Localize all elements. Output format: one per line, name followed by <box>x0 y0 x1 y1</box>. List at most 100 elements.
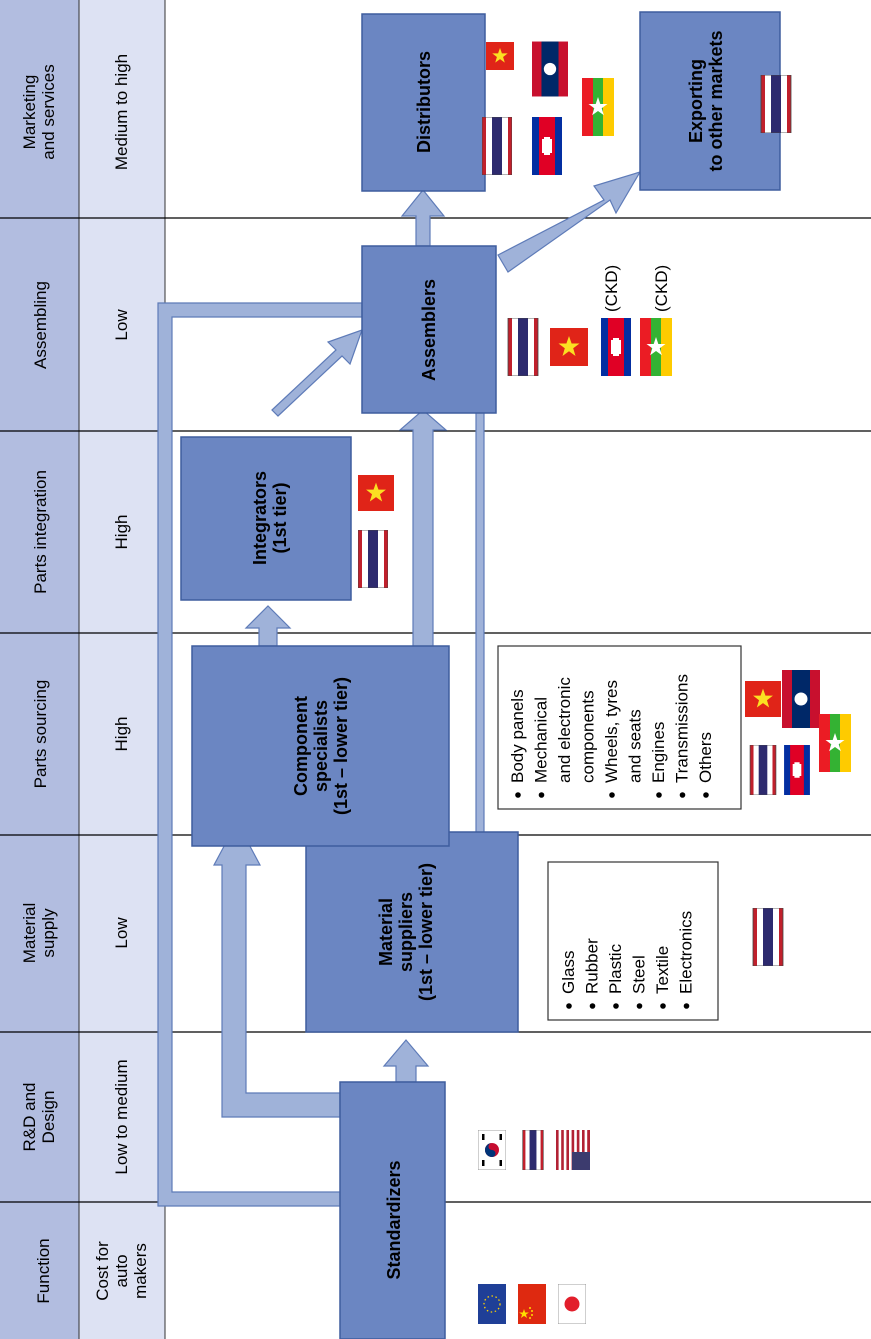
material-suppliers-label: Material suppliers (1st – lower tier) <box>376 863 436 1001</box>
materials-list-bullet <box>660 1003 666 1009</box>
components-list-item: Transmissions <box>673 674 692 783</box>
row-cost-line1: Cost for <box>93 1241 112 1301</box>
integrators-line1: Integrators <box>250 471 270 565</box>
component-specialists-label: Component specialists (1st – lower tier) <box>291 677 351 815</box>
materials-list-bullet <box>613 1003 619 1009</box>
arrow-standardizers-to-materials <box>382 1039 430 1083</box>
row-cost-label: Cost for auto makers <box>93 1241 150 1301</box>
flag-japan-icon <box>558 1284 586 1324</box>
flag-vietnam-icon <box>745 681 781 717</box>
flag-laos-icon <box>782 670 820 728</box>
row-cost-line3: makers <box>131 1243 150 1299</box>
stage-sourcing-cost: High <box>112 717 131 752</box>
arrow-assemblers-to-distributors <box>400 189 446 247</box>
components-list-item: and electronic <box>555 677 574 783</box>
flag-cambodia-icon <box>601 318 631 376</box>
materials-list-item: Glass <box>559 951 578 994</box>
standardizers-box <box>339 1081 446 1339</box>
component-specialists-line1: Component <box>291 696 311 796</box>
stage-material-function-line1: Material <box>20 903 39 963</box>
components-list-bullet <box>538 792 545 798</box>
components-list-item: and seats <box>626 709 645 783</box>
arrow-integrators-to-assemblers <box>271 329 363 417</box>
distributors-box <box>361 13 486 192</box>
materials-list-item: Rubber <box>583 938 602 994</box>
stage-material-function-line2: supply <box>39 908 58 958</box>
flag-cambodia-icon <box>784 745 810 795</box>
flag-vietnam-icon <box>486 42 514 70</box>
flag-laos-icon <box>532 41 568 97</box>
flag-myanmar-icon <box>582 78 614 136</box>
materials-list-bullet <box>636 1003 643 1009</box>
flag-thailand-icon <box>752 908 784 966</box>
flag-korea-icon <box>478 1130 506 1170</box>
materials-list-item: Textile <box>653 946 672 994</box>
flag-thailand-icon <box>358 530 388 588</box>
flag-thailand-icon <box>507 318 539 376</box>
function-band <box>0 0 79 1339</box>
stage-integration-cost: High <box>112 515 131 550</box>
flag-myanmar-icon <box>819 714 851 772</box>
materials-list-item: Plastic <box>606 943 625 994</box>
components-list-bullet <box>656 792 662 798</box>
flag-thailand-icon <box>749 745 777 795</box>
flag-thailand-icon <box>522 1130 544 1170</box>
component-specialists-line2: specialists <box>311 700 331 792</box>
components-list-item: components <box>579 690 598 783</box>
arrow-components-to-integrators <box>244 605 292 647</box>
components-list-bullet <box>679 792 686 798</box>
integrators-box <box>180 436 352 601</box>
box-labels: Standardizers Material suppliers (1st – … <box>250 30 726 1279</box>
stage-material-cost: Low <box>112 917 131 949</box>
row-cost-line2: auto <box>112 1254 131 1287</box>
actor-boxes <box>180 11 781 1339</box>
component-specialists-box <box>191 645 450 847</box>
ckd-label-cambodia: (CKD) <box>602 265 621 312</box>
stage-assembling-function: Assembling <box>31 281 50 369</box>
component-specialists-line3: (1st – lower tier) <box>331 677 351 815</box>
materials-list-item: Steel <box>630 955 649 994</box>
stage-marketing-cost: Medium to high <box>112 54 131 170</box>
flag-thailand-icon <box>760 75 792 133</box>
flag-vietnam-icon <box>550 328 588 366</box>
components-list-item: Engines <box>649 722 668 783</box>
flag-vietnam-icon <box>358 475 394 511</box>
distributors-label: Distributors <box>414 51 434 153</box>
materials-list-bullet <box>683 1003 690 1009</box>
cost-band <box>79 0 165 1339</box>
material-suppliers-line2: suppliers <box>396 892 416 972</box>
flag-usa-icon <box>556 1130 590 1170</box>
components-list-bullet <box>609 792 615 798</box>
stage-rnd-cost: Low to medium <box>112 1059 131 1174</box>
components-list-bullet <box>515 792 521 798</box>
integrators-line2: (1st tier) <box>270 482 290 553</box>
integrators-label: Integrators (1st tier) <box>250 471 290 565</box>
exporting-label: Exporting to other markets <box>686 30 726 171</box>
exporting-line2: to other markets <box>706 30 726 171</box>
flag-eu-icon <box>478 1284 506 1324</box>
stage-integration-function: Parts integration <box>31 470 50 594</box>
ckd-labels: (CKD) (CKD) <box>602 265 671 312</box>
arrow-components-to-assemblers <box>398 409 448 649</box>
flag-china-icon <box>518 1284 546 1324</box>
components-list-bullet <box>703 792 709 798</box>
assemblers-label: Assemblers <box>419 279 439 381</box>
stage-marketing-function-line1: Marketing <box>20 75 39 150</box>
flag-thailand-icon <box>482 117 512 175</box>
stage-rnd-function-line2: Design <box>39 1091 58 1144</box>
components-list-item: Others <box>696 732 715 783</box>
components-list-box <box>497 645 742 810</box>
flag-myanmar-icon <box>640 318 672 376</box>
row-function-label: Function <box>34 1238 53 1303</box>
components-list-item: Mechanical <box>532 697 551 783</box>
components-list-item: Wheels, tyres <box>602 680 621 783</box>
arrow-assemblers-to-exporting <box>497 170 642 273</box>
stage-marketing-function-line2: and services <box>39 64 58 159</box>
components-list-item: Body panels <box>508 689 527 783</box>
materials-list-item: Electronics <box>677 911 696 994</box>
flag-cambodia-icon <box>532 117 562 175</box>
line-materials-to-assemblers <box>475 411 485 861</box>
